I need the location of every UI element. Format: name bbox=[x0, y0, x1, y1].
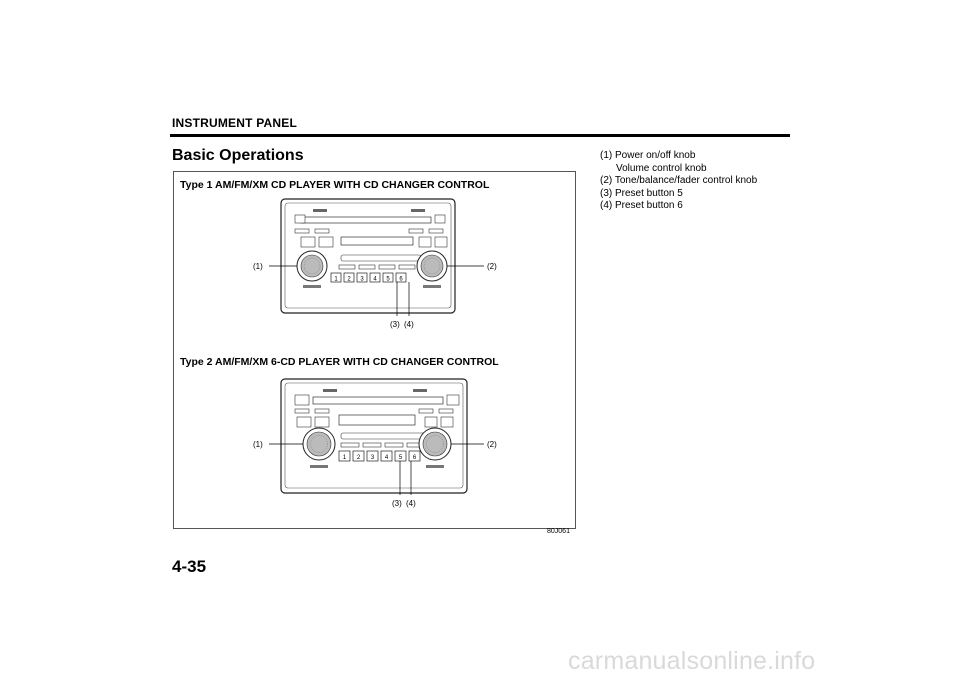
radio-type2: 1 2 3 4 5 6 bbox=[269, 378, 484, 495]
type1-label: Type 1 AM/FM/XM CD PLAYER WITH CD CHANGE… bbox=[180, 179, 490, 191]
tone-knob-type2 bbox=[418, 427, 452, 461]
legend-item-3: (3) Preset button 5 bbox=[600, 187, 683, 199]
callout-1-type2: (1) bbox=[253, 440, 263, 449]
section-header: INSTRUMENT PANEL bbox=[172, 116, 297, 130]
legend-item-4: (4) Preset button 6 bbox=[600, 200, 683, 211]
callout-3-type2: (3) bbox=[392, 499, 402, 508]
figure-code: 80J061 bbox=[547, 528, 570, 535]
callout-1-type1: (1) bbox=[253, 262, 263, 271]
header-rule bbox=[170, 134, 790, 137]
watermark: carmanualsonline.info bbox=[568, 647, 816, 675]
volume-knob-type2 bbox=[302, 427, 336, 461]
callout-3-type1: (3) bbox=[390, 320, 400, 329]
callout-legend: (1) Power on/off knob Volume control kno… bbox=[600, 150, 757, 213]
figure-frame bbox=[173, 171, 576, 529]
preset-row-type2: 1 2 3 4 5 6 bbox=[338, 450, 421, 462]
callout-2-type2: (2) bbox=[487, 440, 497, 449]
page-title: Basic Operations bbox=[172, 147, 304, 164]
preset-1-label-t2: 1 bbox=[343, 455, 347, 461]
callout-4-type2: (4) bbox=[406, 499, 416, 508]
page-number: 4-35 bbox=[172, 557, 207, 576]
radio-type1: 1 2 3 4 5 6 bbox=[269, 198, 484, 316]
type2-label: Type 2 AM/FM/XM 6-CD PLAYER WITH CD CHAN… bbox=[180, 356, 499, 368]
preset-4-label: 4 bbox=[373, 277, 377, 283]
legend-item-1-sub: Volume control knob bbox=[616, 162, 707, 174]
preset-2-label-t2: 2 bbox=[357, 455, 361, 461]
legend-item-2: (2) Tone/balance/fader control knob bbox=[600, 175, 758, 186]
preset-6-label-t2: 6 bbox=[413, 455, 417, 461]
volume-knob-type1 bbox=[296, 250, 328, 282]
callout-4-type1: (4) bbox=[404, 320, 414, 329]
preset-5-label: 5 bbox=[386, 277, 390, 283]
radio-illustrations: 1 2 3 4 5 6 bbox=[269, 198, 484, 495]
preset-row-type1: 1 2 3 4 5 6 bbox=[330, 272, 407, 283]
preset-1-label: 1 bbox=[334, 277, 338, 283]
preset-4-label-t2: 4 bbox=[385, 455, 389, 461]
preset-3-label-t2: 3 bbox=[371, 455, 375, 461]
preset-3-label: 3 bbox=[360, 277, 364, 283]
legend-item-1: (1) Power on/off knob bbox=[600, 150, 696, 161]
preset-5-label-t2: 5 bbox=[399, 455, 403, 461]
preset-6-label: 6 bbox=[399, 277, 403, 283]
callout-2-type1: (2) bbox=[487, 262, 497, 271]
preset-2-label: 2 bbox=[347, 277, 351, 283]
tone-knob-type1 bbox=[416, 250, 448, 282]
